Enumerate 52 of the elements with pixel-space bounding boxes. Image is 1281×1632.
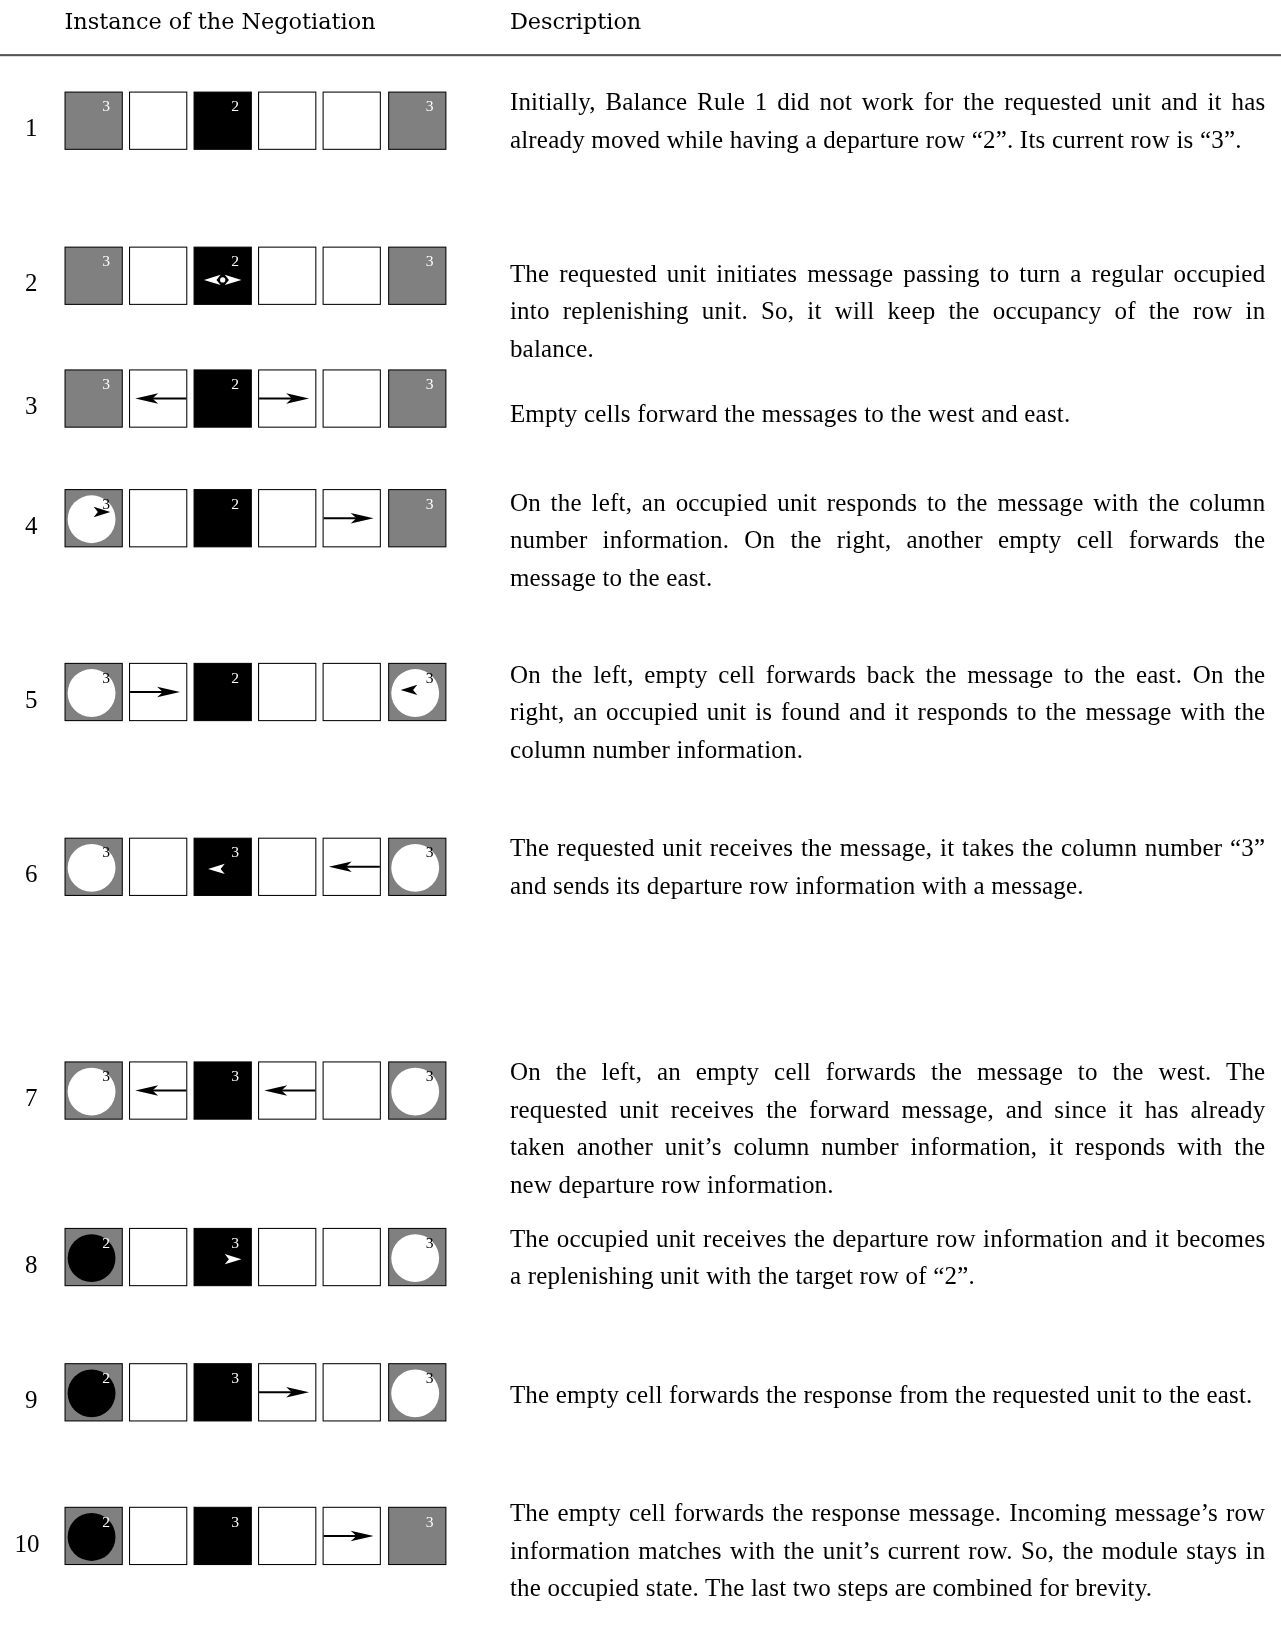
description-text: On the left, an empty cell forwards the message to the west. The requested unit receives the forward message, and since it has already taken another unit’s column number information, it responds with the new departure row information.	[509, 1057, 1266, 1200]
cell-digit: 3	[425, 668, 434, 686]
description-text: The occupied unit receives the departure row information and it becomes a replenishing unit with the target row of “2”.	[509, 1223, 1266, 1292]
cell-digit: 3	[231, 1512, 240, 1530]
cell-digit: 3	[425, 843, 434, 861]
cell-digit: 2	[102, 1512, 111, 1530]
cell-digit: 3	[102, 97, 111, 115]
cell-digit: 3	[425, 97, 434, 115]
cell-digit: 2	[231, 668, 240, 686]
description-text: The requested unit initiates message passing to turn a regular occupied into replenishing unit. So, it will keep the occupancy of the row in balance.	[509, 259, 1266, 365]
description-text: Initially, Balance Rule 1 did not work for the requested unit and it has already moved while having a departure row “2”. Its current row is “3”.	[509, 87, 1266, 155]
cell-digit: 3	[231, 1067, 240, 1085]
cell-digit: 3	[231, 843, 240, 861]
column-header: Description	[509, 8, 642, 35]
cell-digit: 2	[102, 1233, 111, 1251]
row-number: 1	[24, 114, 38, 143]
cell-digit: 3	[425, 1512, 434, 1530]
description-text: On the left, empty cell forwards back the message to the east. On the right, an occupied unit is found and it responds to the message with the column number information.	[509, 659, 1266, 765]
cell-digit: 3	[102, 375, 111, 393]
description-text: The empty cell forwards the response message. Incoming message’s row information matches with the unit’s current row. So, the module stays in the occupied state. The last two steps are combined for brevity.	[509, 1498, 1266, 1604]
cell-digit: 3	[425, 252, 434, 270]
cell-digit: 3	[231, 1368, 240, 1386]
cell-digit: 2	[231, 375, 240, 393]
row-number: 9	[24, 1386, 38, 1415]
description-text: Empty cells forward the messages to the west and east.	[509, 399, 1072, 430]
description-text: The requested unit receives the message, it takes the column number “3” and sends its departure row information with a message.	[509, 833, 1266, 902]
description-text: The empty cell forwards the response from the requested unit to the east.	[509, 1379, 1254, 1410]
cell-digit: 3	[102, 843, 111, 861]
cell-digit: 3	[231, 1233, 240, 1251]
cell-digit: 3	[102, 668, 111, 686]
row-number: 10	[14, 1529, 40, 1558]
row-number: 7	[24, 1084, 38, 1113]
description-text: On the left, an occupied unit responds to the message with the column number information. On the right, another empty cell forwards the message to the east.	[509, 488, 1266, 594]
row-number: 4	[24, 512, 38, 541]
row-number: 5	[24, 685, 38, 714]
cell-digit: 2	[102, 1368, 111, 1386]
cell-digit: 3	[425, 1368, 434, 1386]
row-number: 6	[24, 860, 38, 889]
cell-digit: 2	[231, 97, 240, 115]
cell-digit: 3	[102, 1067, 111, 1085]
row-number: 8	[24, 1250, 38, 1279]
cell-digit: 3	[425, 1067, 434, 1085]
row-number: 2	[24, 269, 38, 298]
cell-digit: 2	[231, 252, 240, 270]
cell-digit: 2	[231, 494, 240, 512]
row-number: 3	[24, 392, 38, 421]
cell-digit: 3	[102, 494, 111, 512]
cell-digit: 3	[425, 375, 434, 393]
cell-digit: 3	[102, 252, 111, 270]
cell-digit: 3	[425, 1233, 434, 1251]
cell-digit: 3	[425, 494, 434, 512]
column-header: Instance of the Negotiation	[64, 8, 376, 35]
